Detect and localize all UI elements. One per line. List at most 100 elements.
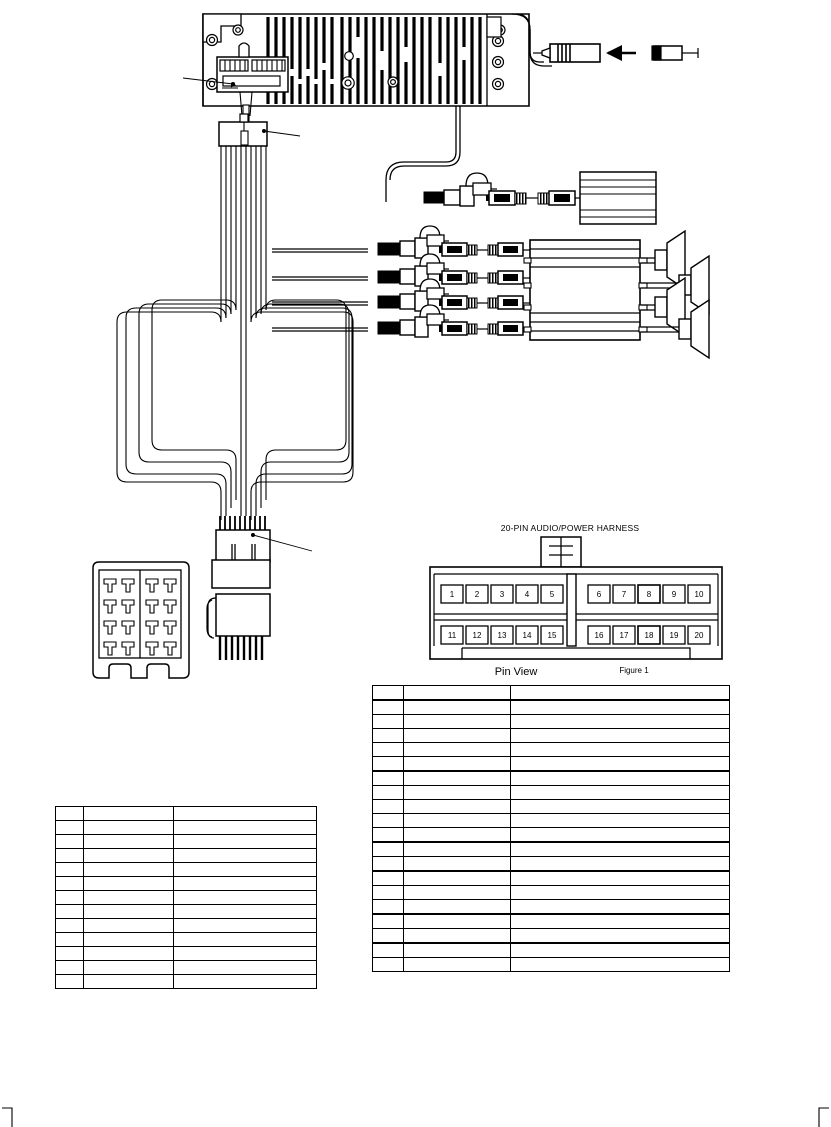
cell-function bbox=[510, 827, 730, 843]
pin-row-bottom-left: 11 12 13 14 15 bbox=[440, 625, 564, 645]
cell-color bbox=[403, 957, 511, 972]
pin-label: 3 bbox=[500, 590, 505, 599]
table-row bbox=[372, 827, 730, 843]
table-row bbox=[372, 742, 730, 757]
cell-pin bbox=[372, 799, 404, 814]
cell-function bbox=[173, 834, 317, 849]
table-row bbox=[372, 685, 730, 701]
cell-color bbox=[83, 806, 174, 821]
speaker-set bbox=[641, 229, 710, 360]
figure-caption: Figure 1 bbox=[619, 666, 649, 675]
pin-row-top-right: 6 7 8 9 10 bbox=[587, 584, 711, 604]
cell-function bbox=[173, 890, 317, 905]
cell-color bbox=[403, 841, 511, 857]
cell-function bbox=[510, 856, 730, 872]
external-amplifier bbox=[523, 239, 648, 341]
pin-label: 7 bbox=[622, 590, 627, 599]
cell-function bbox=[510, 942, 730, 958]
cell-color bbox=[403, 856, 511, 872]
cell-function bbox=[173, 862, 317, 877]
cell-color bbox=[83, 960, 174, 975]
cell-function bbox=[510, 728, 730, 743]
cell-color bbox=[403, 813, 511, 828]
cell-pin bbox=[55, 834, 84, 849]
table-row bbox=[372, 913, 730, 929]
table-row bbox=[372, 856, 730, 872]
cell-color bbox=[403, 785, 511, 800]
table-row bbox=[372, 770, 730, 786]
pin-cell: 15 bbox=[540, 625, 564, 645]
table-row bbox=[55, 834, 317, 849]
cell-pin bbox=[55, 820, 84, 835]
cell-color bbox=[403, 714, 511, 729]
cell-pin bbox=[55, 806, 84, 821]
cell-pin bbox=[372, 714, 404, 729]
table-row bbox=[372, 799, 730, 814]
cell-pin bbox=[372, 957, 404, 972]
antenna-lead-cable bbox=[511, 13, 552, 67]
table-row bbox=[55, 904, 317, 919]
cell-color bbox=[83, 904, 174, 919]
cell-function bbox=[510, 899, 730, 915]
pin-cell: 9 bbox=[662, 584, 686, 604]
cell-function bbox=[510, 785, 730, 800]
table-row bbox=[55, 890, 317, 905]
table-row bbox=[55, 946, 317, 961]
cell-function bbox=[173, 876, 317, 891]
iso-adapter-block bbox=[579, 171, 657, 225]
table-row bbox=[372, 756, 730, 772]
pin-cell: 19 bbox=[662, 625, 686, 645]
cell-pin bbox=[372, 785, 404, 800]
cell-color bbox=[403, 756, 511, 772]
table-row bbox=[372, 957, 730, 972]
cell-color bbox=[83, 848, 174, 863]
pin-label: 15 bbox=[548, 631, 557, 640]
table-row bbox=[372, 885, 730, 900]
cell-color bbox=[83, 974, 174, 989]
cell-function bbox=[173, 904, 317, 919]
pin-label: 20 bbox=[695, 631, 704, 640]
pin-label: 8 bbox=[647, 590, 652, 599]
cell-function bbox=[510, 756, 730, 772]
cell-function bbox=[510, 885, 730, 900]
cell-pin bbox=[372, 813, 404, 828]
cell-pin bbox=[372, 899, 404, 915]
cell-pin bbox=[372, 885, 404, 900]
cell-color bbox=[83, 932, 174, 947]
harness-secondary-plug bbox=[206, 593, 271, 660]
wire-color-table-left bbox=[55, 806, 317, 989]
rca-run-2 bbox=[272, 253, 530, 287]
page-crop-marks bbox=[2, 1107, 829, 1127]
cell-color bbox=[403, 799, 511, 814]
cell-pin bbox=[55, 876, 84, 891]
pin-cell: 3 bbox=[490, 584, 514, 604]
pin-label: 18 bbox=[645, 631, 654, 640]
pin-cell: 6 bbox=[587, 584, 611, 604]
cell-function bbox=[173, 960, 317, 975]
cell-function bbox=[510, 742, 730, 757]
pin-cell: 7 bbox=[612, 584, 636, 604]
pin-cell: 5 bbox=[540, 584, 564, 604]
cell-color bbox=[83, 946, 174, 961]
cell-pin bbox=[372, 913, 404, 929]
pin-label: 11 bbox=[448, 631, 457, 640]
cell-function bbox=[510, 928, 730, 944]
pin-cell: 18 bbox=[637, 625, 661, 645]
head-unit-chassis bbox=[182, 13, 530, 128]
cell-function bbox=[510, 957, 730, 972]
cell-pin bbox=[372, 756, 404, 772]
pin-view-caption: Pin View bbox=[495, 666, 538, 678]
cell-function bbox=[173, 848, 317, 863]
cell-color bbox=[403, 913, 511, 929]
table-row bbox=[55, 806, 317, 821]
pin-label: 12 bbox=[473, 631, 482, 640]
pin-label: 1 bbox=[450, 590, 455, 599]
table-row bbox=[372, 841, 730, 857]
pin-cell: 14 bbox=[515, 625, 539, 645]
pin-label: 6 bbox=[597, 590, 602, 599]
cell-function bbox=[510, 799, 730, 814]
pin-label: 13 bbox=[498, 631, 507, 640]
cell-color bbox=[83, 876, 174, 891]
cell-function bbox=[510, 841, 730, 857]
harness-top-connector bbox=[218, 113, 301, 147]
